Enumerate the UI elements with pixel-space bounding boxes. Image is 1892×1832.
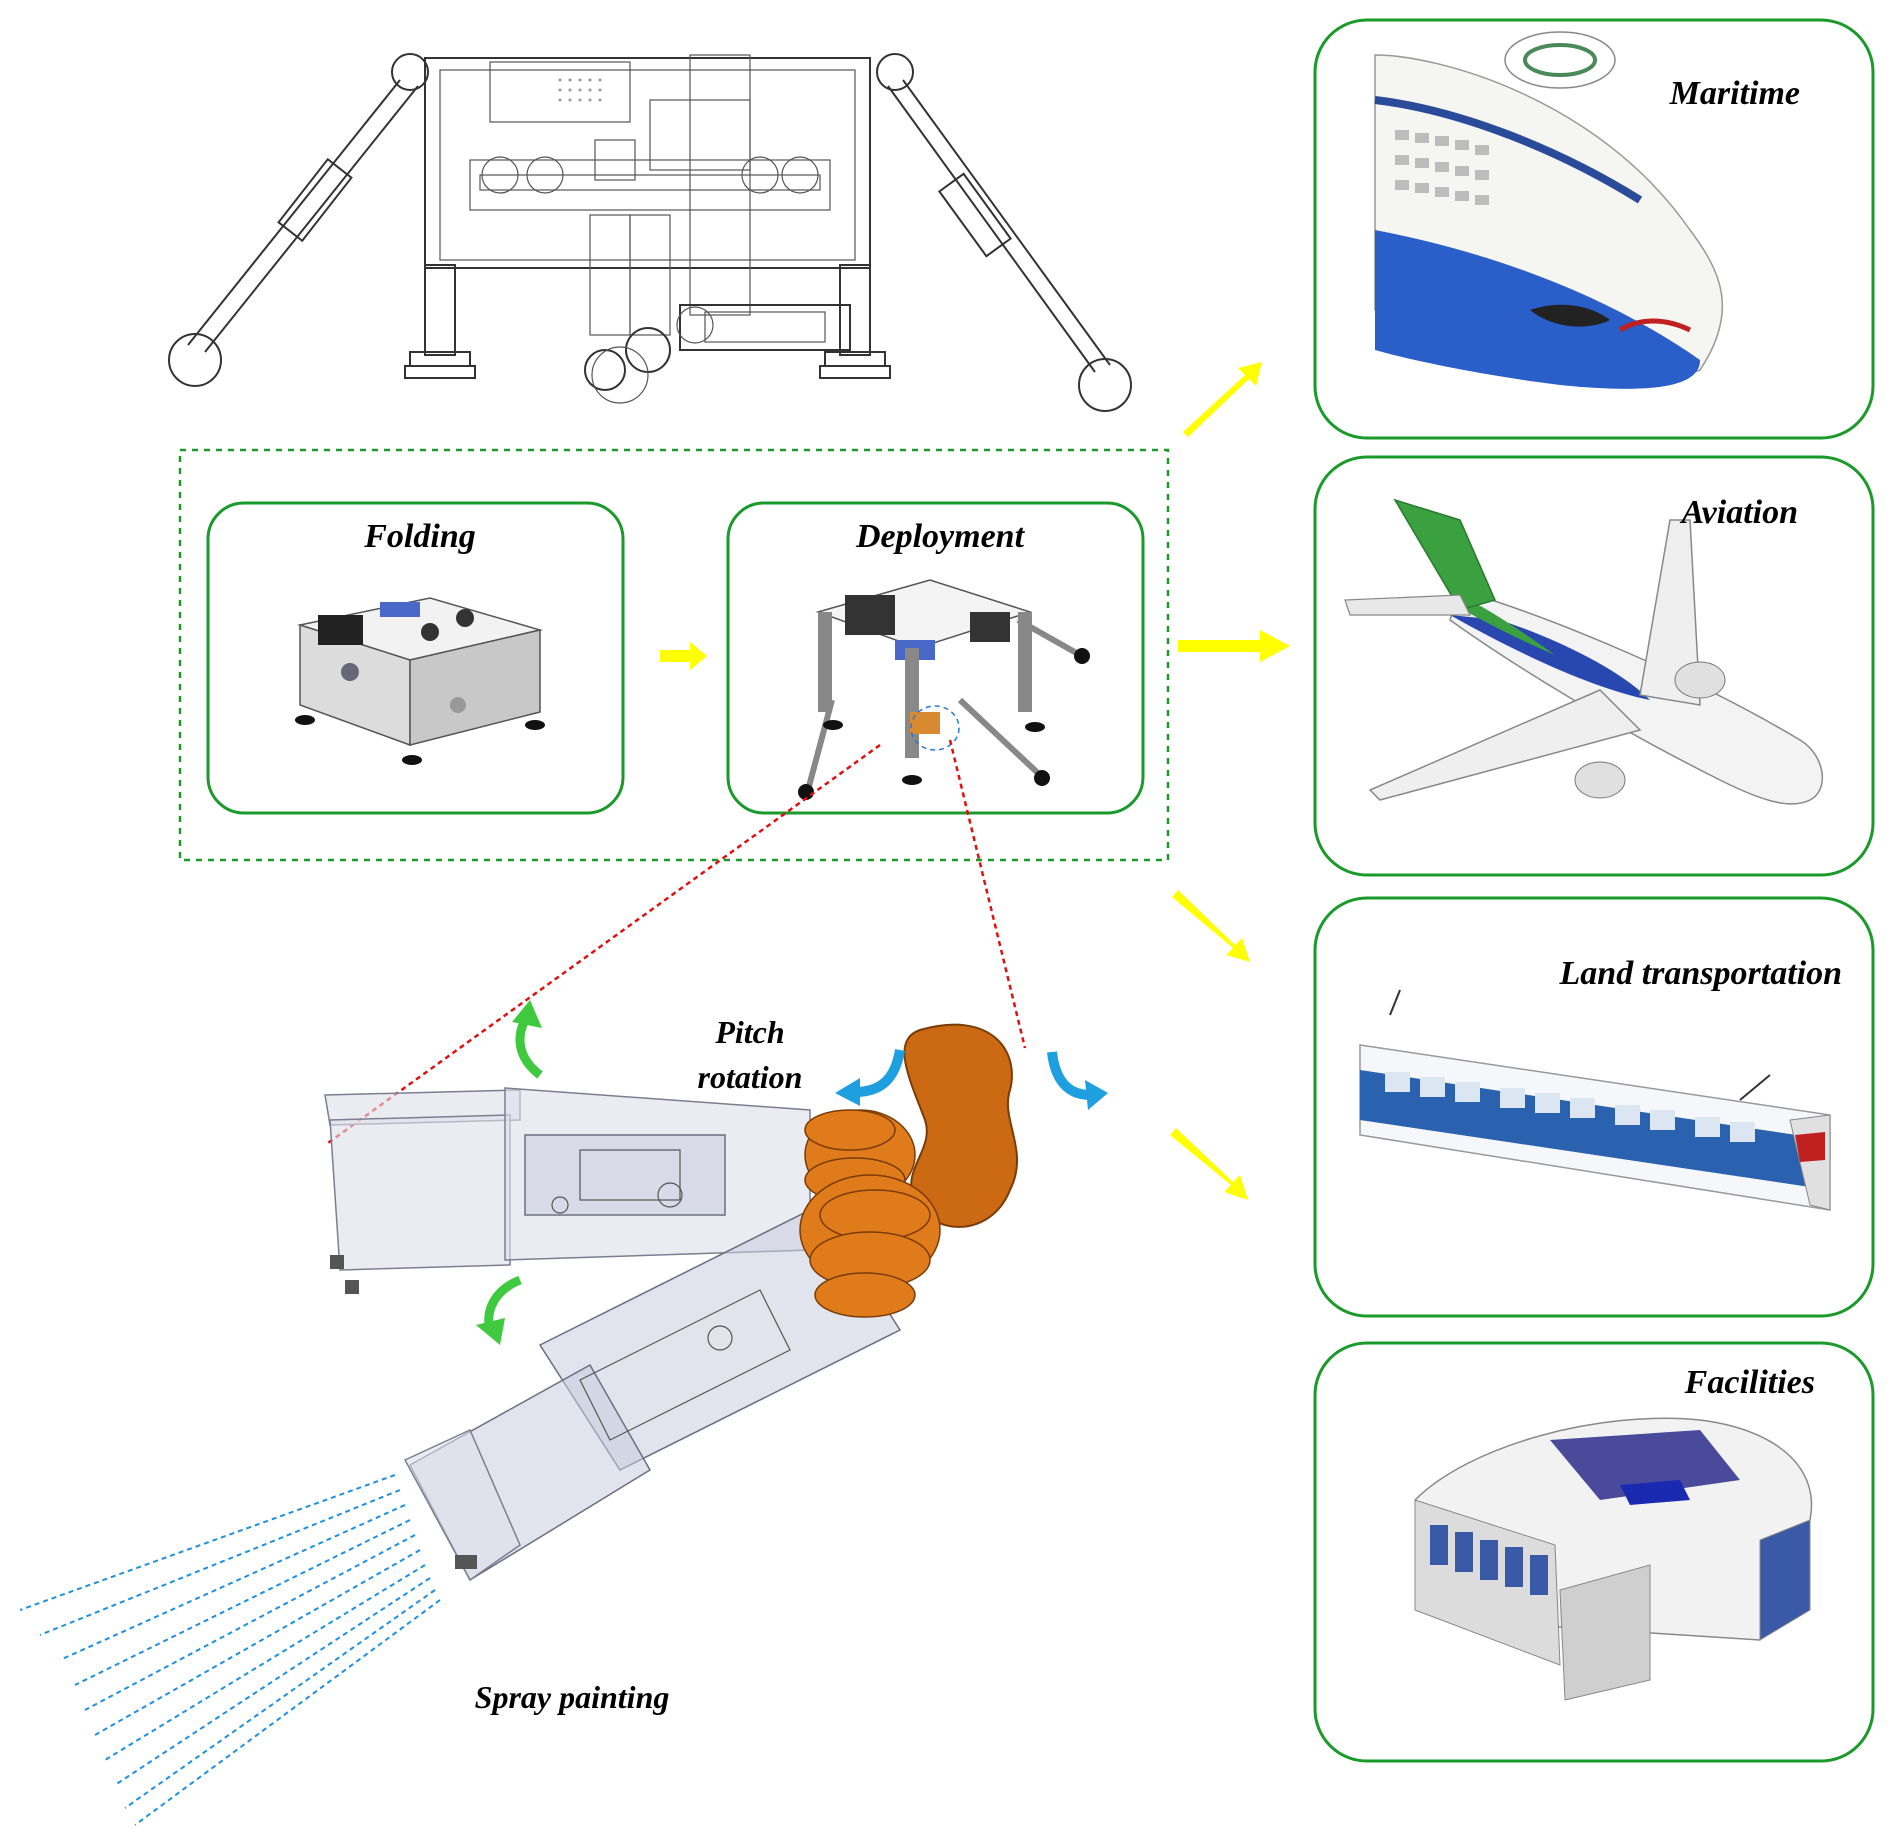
- arrow-to-aviation: [1178, 630, 1290, 662]
- maritime-panel: Maritime: [1313, 18, 1875, 440]
- spray-arm-zoom: [324, 1023, 1019, 1582]
- stages-dashed-box: [178, 448, 1170, 862]
- facilities-panel: Facilities: [1313, 1341, 1875, 1763]
- deployment-panel: Deployment: [726, 501, 1145, 815]
- green-rotation-arrow-up: [512, 1000, 543, 1079]
- blue-rotation-arrow-right: [1047, 1051, 1108, 1110]
- deployment-label: Deployment: [855, 518, 1026, 555]
- folding-panel: Folding: [206, 501, 625, 815]
- spray-painting-label: Spray painting: [475, 1679, 670, 1715]
- pitch-label-line1: Pitch: [714, 1014, 784, 1050]
- folding-label: Folding: [363, 518, 475, 555]
- aviation-panel: Aviation: [1313, 455, 1875, 877]
- aviation-label: Aviation: [1680, 494, 1799, 531]
- zoom-guide-line-right: [948, 739, 1027, 1049]
- land-transportation-panel: Land transportation: [1313, 896, 1875, 1318]
- orange-pitch-joint: [903, 1023, 1019, 1228]
- land-transportation-label: Land transportation: [1559, 955, 1842, 992]
- arrow-to-land-transportation: [1172, 890, 1250, 962]
- facilities-label: Facilities: [1684, 1364, 1815, 1401]
- green-rotation-arrow-down: [476, 1275, 522, 1345]
- arrow-to-maritime: [1183, 362, 1262, 437]
- spray-pattern: [19, 1474, 441, 1826]
- pitch-label-line2: rotation: [698, 1059, 803, 1095]
- folding-to-deployment-arrow: [660, 642, 707, 670]
- zoom-guide-line-left: [327, 743, 881, 1145]
- arrow-to-facilities: [1170, 1128, 1248, 1200]
- robot-wireframe-drawing: [168, 53, 1132, 412]
- maritime-label: Maritime: [1669, 75, 1800, 112]
- blue-rotation-arrow-left: [835, 1049, 905, 1106]
